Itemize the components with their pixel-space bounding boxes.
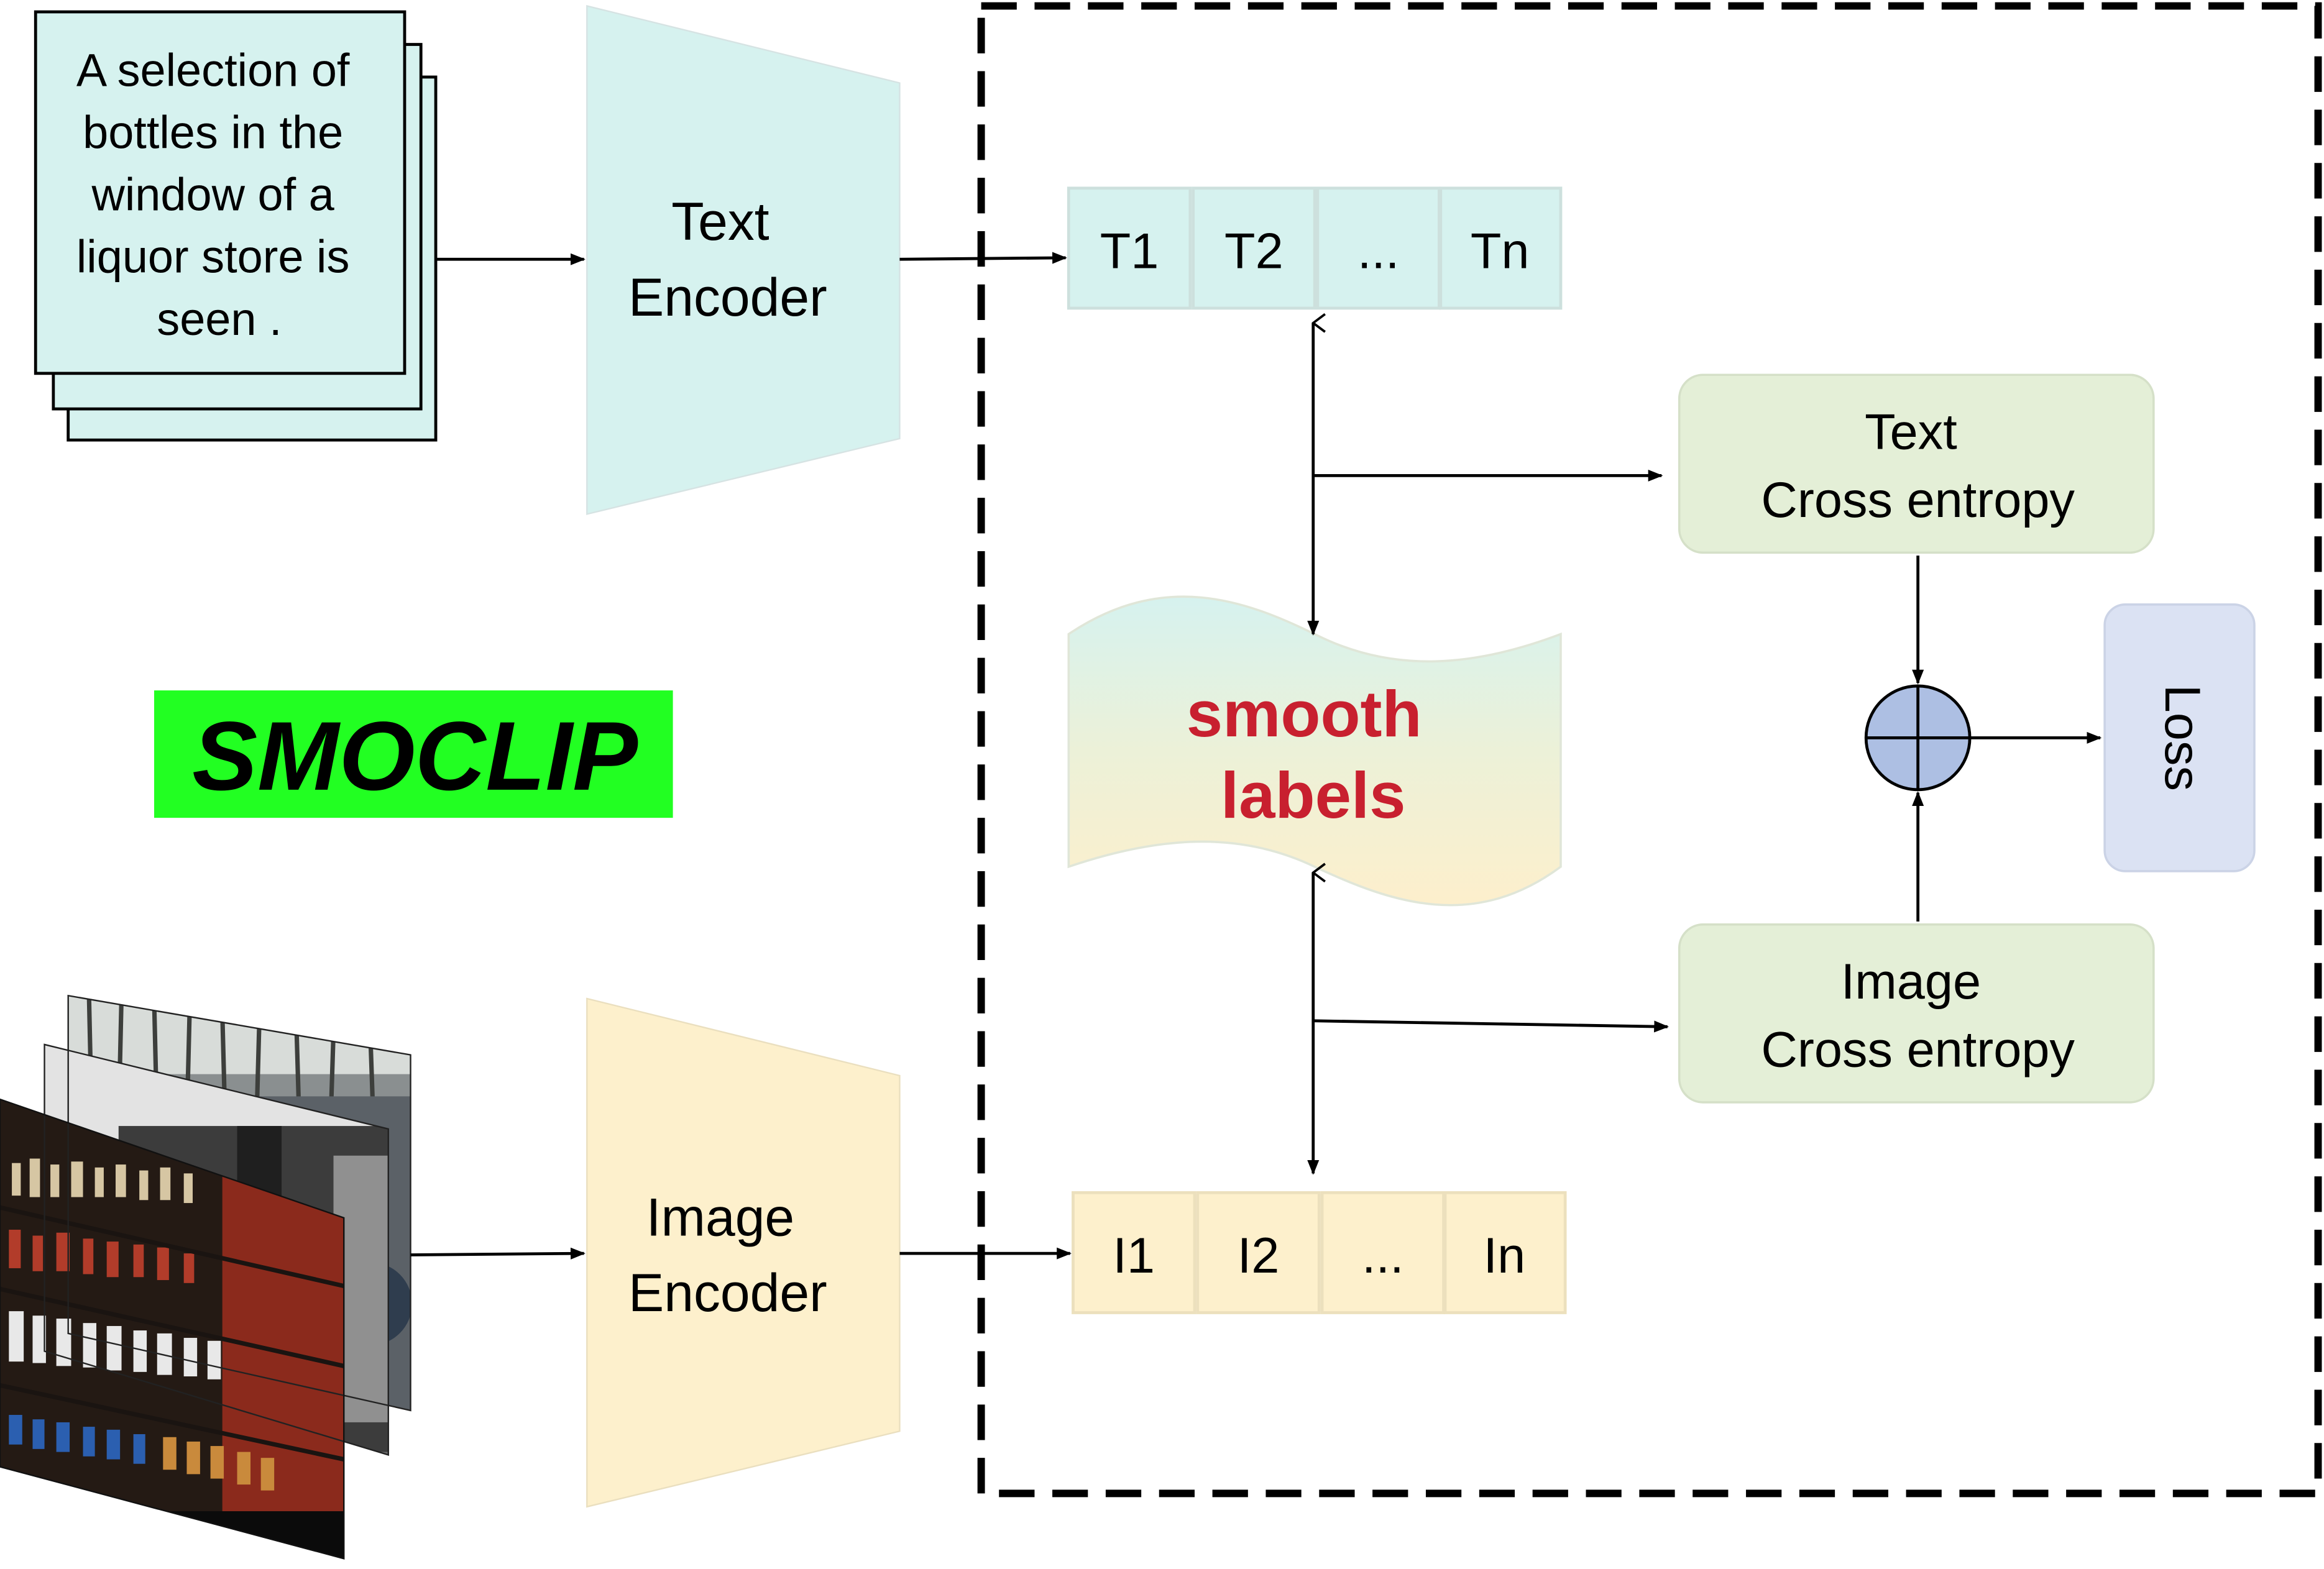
image-token-box [1072, 1191, 1196, 1314]
image-token-row: I1 I2 ... In [1072, 1191, 1567, 1314]
caption-text: A selection of bottles in the window of … [76, 44, 362, 345]
text-token-label: Tn [1471, 224, 1530, 280]
text-token-label: ... [1357, 224, 1400, 280]
loss-label: Loss [2154, 685, 2210, 791]
text-encoder [586, 5, 901, 515]
text-token-label: T2 [1224, 224, 1284, 280]
method-name: SMOCLIP [192, 702, 638, 811]
image-cross-entropy-label: Image Cross entropy [1761, 954, 2075, 1078]
image-cross-entropy-box [1678, 923, 2155, 1104]
text-token-box [1316, 186, 1441, 310]
smooth-labels-text: smooth labels [1187, 678, 1440, 832]
liquor-store-photo-stack [0, 994, 411, 1560]
flow-arrows [410, 252, 2102, 1260]
text-token-box [1192, 186, 1316, 310]
smooth-labels-shape [1067, 595, 1562, 907]
image-token-box [1443, 1191, 1567, 1314]
image-token-label: ... [1362, 1228, 1404, 1284]
image-token-label: I1 [1113, 1228, 1155, 1284]
contrastive-region-border [977, 2, 2322, 1498]
text-token-box [1067, 186, 1192, 310]
text-cross-entropy-box [1678, 373, 2155, 554]
image-token-box [1196, 1191, 1321, 1314]
circle-plus-icon [1864, 684, 1972, 792]
image-encoder-label: Image Encoder [628, 1188, 827, 1324]
method-name-highlight [154, 690, 673, 818]
image-token-label: In [1484, 1228, 1526, 1284]
text-cross-entropy-label: Text Cross entropy [1761, 404, 2075, 528]
text-token-row: T1 T2 ... Tn [1067, 186, 1563, 310]
image-encoder [586, 997, 901, 1508]
image-token-box [1320, 1191, 1445, 1314]
image-token-label: I2 [1238, 1228, 1280, 1284]
caption-stack: A selection of bottles in the window of … [34, 10, 438, 442]
text-encoder-label: Text Encoder [628, 192, 827, 327]
text-token-box [1439, 186, 1563, 310]
text-token-label: T1 [1100, 224, 1159, 280]
loss-box [2103, 603, 2256, 872]
